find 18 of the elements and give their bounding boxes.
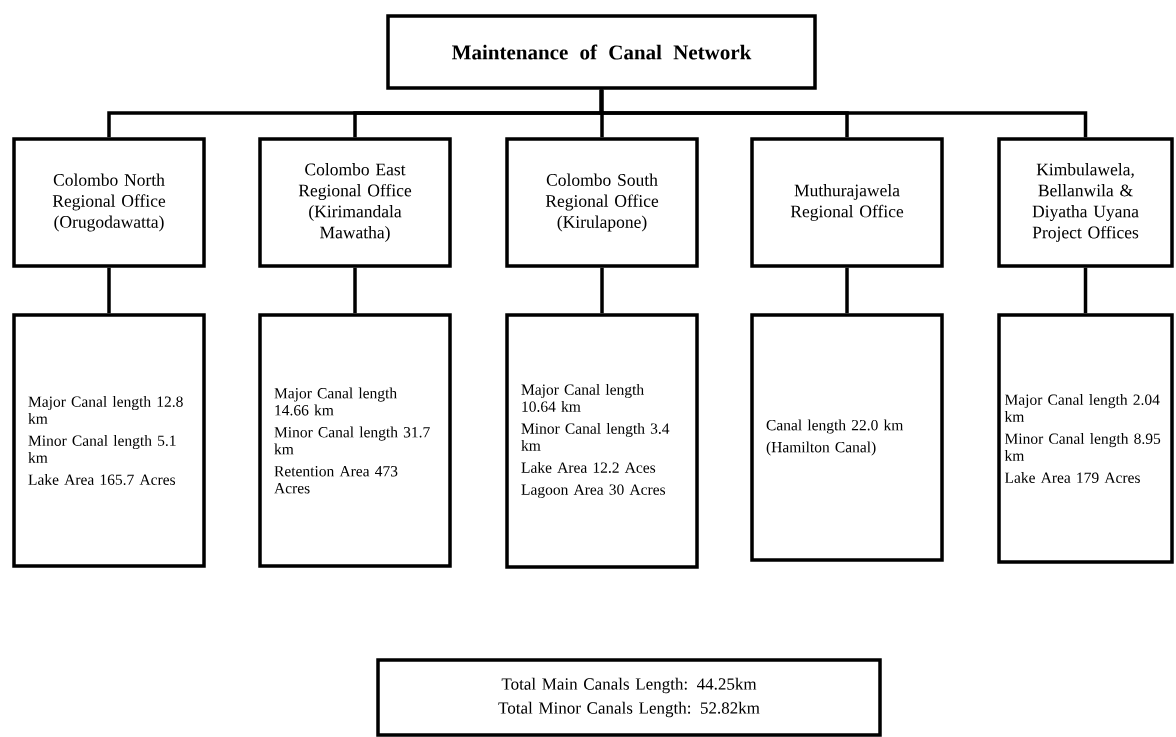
connector-line [1083,267,1088,314]
office-box: Colombo South Regional Office (Kirulapone) [505,137,699,268]
details-box: Major Canal length 14.66 km Minor Canal length 31.7 km Retention Area 473 Acres [258,313,452,568]
totals-box: Total Main Canals Length: 44.25km Total Minor Canals Length: 52.82km [376,658,882,737]
connector-line [107,267,111,314]
office-box: Kimbulawela, Bellanwila & Diyatha Uyana Project Offices [997,137,1174,268]
connector-line [845,267,849,314]
details-box: Major Canal length 2.04 km Minor Canal length 8.95 km Lake Area 179 Acres [997,313,1174,564]
office-box: Muthurajawela Regional Office [750,137,944,268]
details-box: Major Canal length 12.8 km Minor Canal length 5.1 km Lake Area 165.7 Acres [12,313,206,568]
office-box: Colombo East Regional Office (Kirimandala Mawatha) [258,137,452,268]
connector-line [600,267,604,314]
title-box: Maintenance of Canal Network [386,14,817,90]
details-box: Major Canal length 10.64 km Minor Canal length 3.4 km Lake Area 12.2 Aces Lagoon Area 30 Acres [505,313,699,569]
details-box: Canal length 22.0 km (Hamilton Canal) [750,313,944,562]
office-box: Colombo North Regional Office (Orugodawatta) [12,137,206,268]
connector-line [353,267,357,314]
connector-line [599,89,1088,138]
